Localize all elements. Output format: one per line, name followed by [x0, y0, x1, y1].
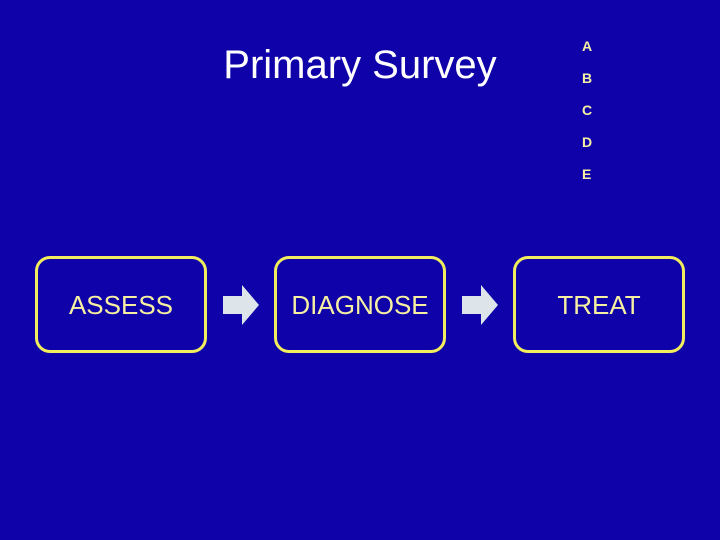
abcde-item-b: B [582, 70, 593, 86]
flow-step-treat: TREAT [513, 256, 685, 353]
slide-title: Primary Survey [223, 43, 497, 87]
abcde-item-a: A [582, 38, 593, 54]
right-arrow-icon [461, 284, 498, 325]
flow-step-diagnose: DIAGNOSE [274, 256, 446, 353]
flow-step-treat-label: TREAT [557, 289, 641, 320]
process-flow-diagram: ASSESS DIAGNOSE TREAT [35, 256, 685, 353]
abcde-item-e: E [582, 166, 592, 182]
abcde-mnemonic-list: A B C D E [582, 30, 622, 190]
abcde-item-d: D [582, 134, 593, 150]
right-arrow-icon [222, 284, 259, 325]
abcde-item-c: C [582, 102, 593, 118]
flow-step-diagnose-label: DIAGNOSE [291, 289, 429, 320]
flow-step-assess: ASSESS [35, 256, 207, 353]
flow-step-assess-label: ASSESS [68, 289, 174, 320]
